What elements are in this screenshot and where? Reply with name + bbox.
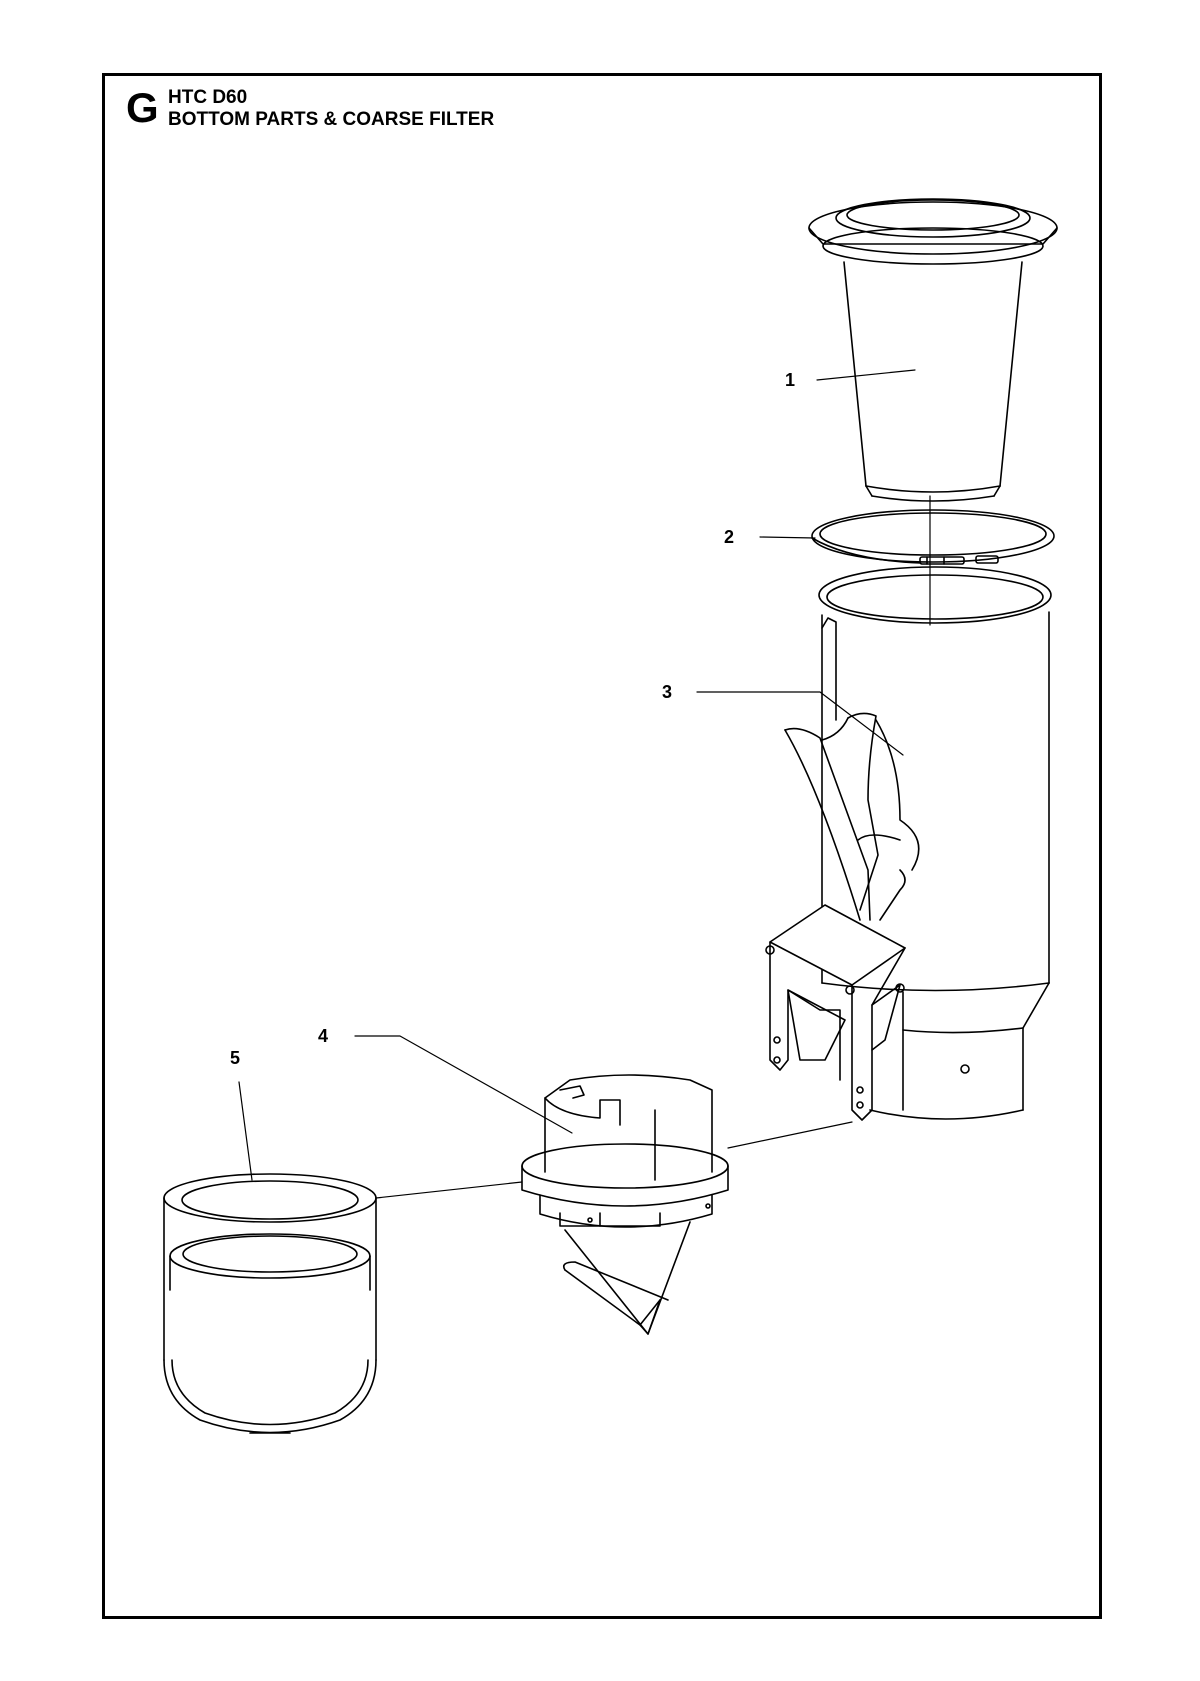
- diagram-title: BOTTOM PARTS & COARSE FILTER: [168, 109, 495, 130]
- callout-labels: 1 2 3 4 5: [230, 370, 795, 1068]
- callout-3: 3: [662, 682, 672, 702]
- model-name: HTC D60: [168, 87, 248, 108]
- section-letter: G: [126, 84, 159, 131]
- callout-1: 1: [785, 370, 795, 390]
- leader-lines: [238, 369, 916, 1181]
- part-4-hopper-adapter: [521, 1074, 729, 1335]
- part-1-coarse-filter: [808, 198, 1058, 502]
- callout-2: 2: [724, 527, 734, 547]
- callout-4: 4: [318, 1026, 328, 1046]
- drawing-frame: [102, 73, 1102, 1619]
- part-3-housing: [765, 566, 1052, 1121]
- part-2-clamp-ring: [811, 509, 1055, 565]
- part-5-dust-bin: [163, 1173, 377, 1434]
- callout-5: 5: [230, 1048, 240, 1068]
- assembly-lines: [375, 495, 931, 1199]
